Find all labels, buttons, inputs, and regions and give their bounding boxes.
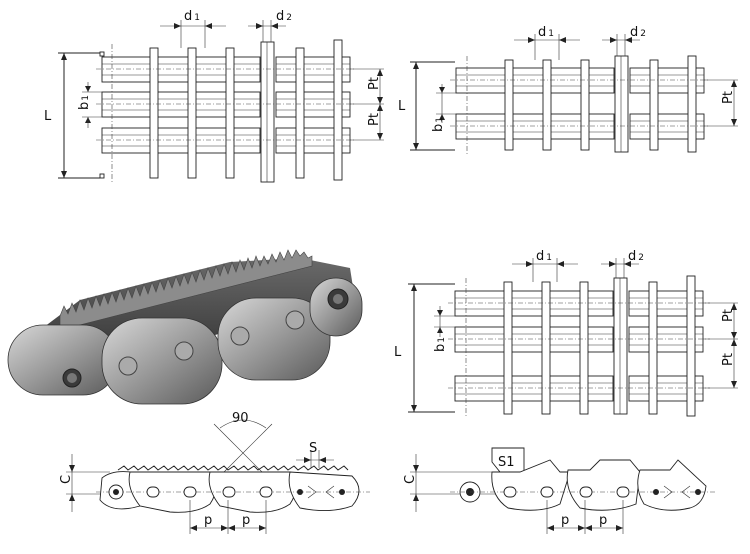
pitch-label-1: p <box>561 513 569 528</box>
pt-label-2: Pt <box>367 113 382 126</box>
pt-label-2: Pt <box>721 353 736 366</box>
pitch-label-2: p <box>599 513 607 528</box>
pt-label-1: Pt <box>721 309 736 322</box>
b1-label: b1 <box>433 337 448 352</box>
pitch-label-1: p <box>204 513 212 528</box>
angle-label: 90 <box>232 411 249 426</box>
length-label: L <box>398 99 406 114</box>
triplex-chain-top-view-left: L <box>44 9 384 184</box>
length-label: L <box>44 109 52 124</box>
length-label: L <box>394 345 402 360</box>
chain-photo <box>7 249 363 405</box>
b1-label: b1 <box>77 95 92 110</box>
toothed-chain-side-view-left: 90 C S <box>59 411 370 534</box>
s-label: S <box>309 441 317 456</box>
pitch-label-2: p <box>242 513 250 528</box>
c-label: C <box>403 475 418 484</box>
b1-label: b1 <box>431 117 446 132</box>
s1-label: S1 <box>498 455 515 470</box>
c-label: C <box>59 475 74 484</box>
pt-label: Pt <box>721 91 736 104</box>
attachment-chain-side-view-right: C S1 p p <box>403 447 716 534</box>
pt-label-1: Pt <box>367 77 382 90</box>
